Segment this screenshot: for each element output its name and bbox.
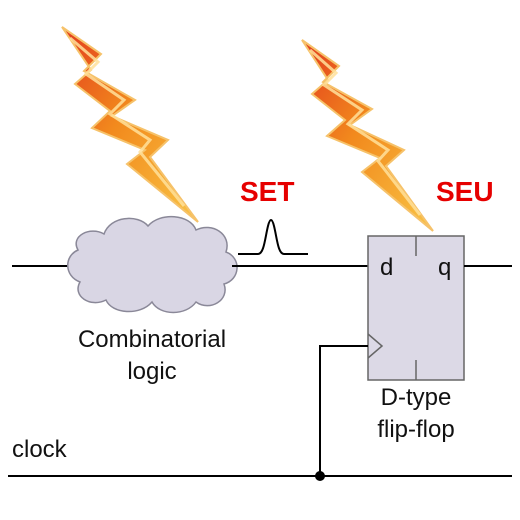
clock-input-triangle bbox=[367, 333, 384, 359]
flip-flop-q-label: q bbox=[438, 254, 452, 281]
clock-junction-dot bbox=[315, 471, 325, 481]
clock-label: clock bbox=[12, 436, 67, 463]
flip-flop-d-label: d bbox=[380, 254, 394, 281]
cloud-shape bbox=[67, 215, 238, 314]
lightning-bolt-icon-right bbox=[301, 39, 434, 232]
logic-label-line1: Combinatorial bbox=[77, 326, 227, 353]
pulse-glitch bbox=[238, 219, 308, 255]
flip-flop-label-line1: D-type bbox=[380, 384, 452, 411]
logic-label-line2: logic bbox=[127, 358, 177, 385]
set-label: SET bbox=[240, 176, 295, 207]
flip-flop-box bbox=[367, 235, 465, 381]
seu-label: SEU bbox=[436, 176, 494, 207]
flip-flop-label-line2: flip-flop bbox=[377, 416, 455, 443]
lightning-bolt-icon-left bbox=[61, 26, 199, 223]
clock-branch-wire bbox=[319, 345, 368, 476]
